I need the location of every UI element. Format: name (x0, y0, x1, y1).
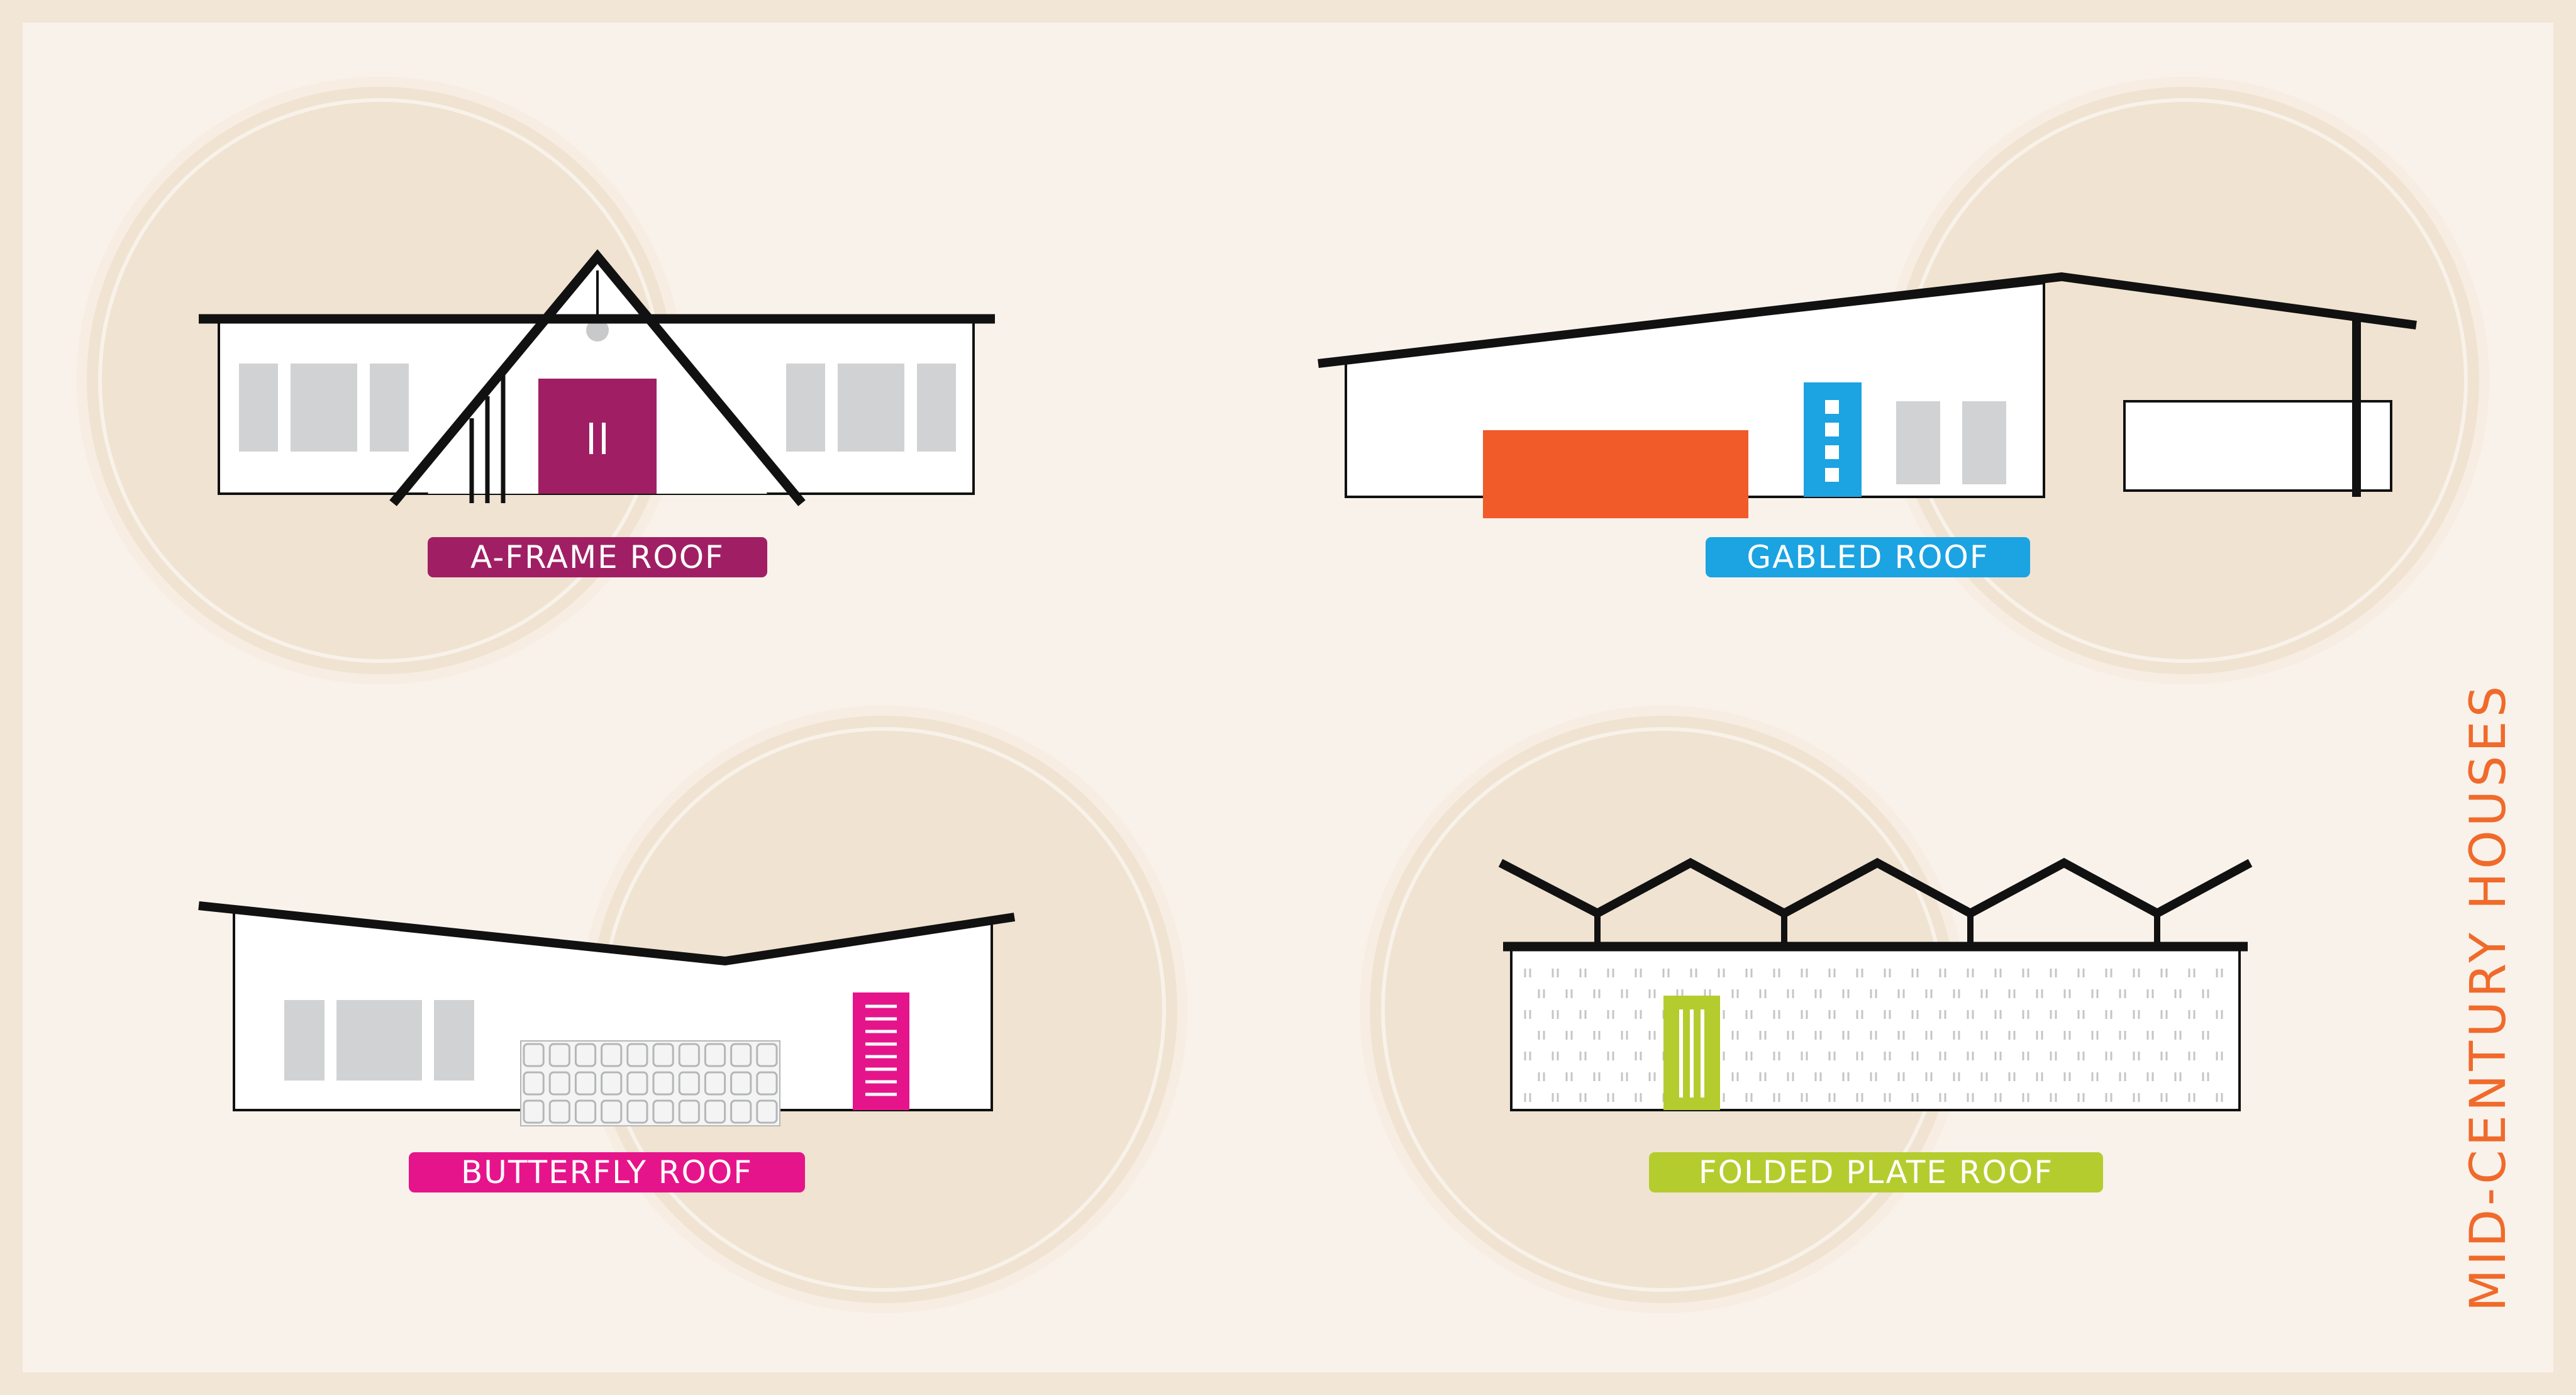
breeze-block-cell (678, 1043, 700, 1067)
gabled-roof-line (1318, 272, 2417, 368)
double-door-icon (538, 379, 657, 494)
label-gabled-roof: GABLED ROOF (1706, 537, 2030, 577)
breeze-block-cell (756, 1099, 778, 1124)
breeze-block-cell (756, 1043, 778, 1067)
breeze-block-cell (678, 1071, 700, 1096)
breeze-block-cell (652, 1071, 674, 1096)
breeze-block-cell (678, 1099, 700, 1124)
breeze-block-cell (601, 1043, 623, 1067)
breeze-block-cell (548, 1099, 570, 1124)
label-butterfly-roof: BUTTERFLY ROOF (409, 1152, 805, 1192)
door-light (1825, 468, 1839, 482)
pendant-lamp-icon (586, 319, 609, 342)
a-frame-house (199, 249, 995, 506)
breeze-block-cell (574, 1043, 597, 1067)
breeze-block-cell (523, 1071, 545, 1096)
gable-fill (428, 257, 767, 494)
garage-door-icon (1483, 430, 1748, 518)
butterfly-house (198, 901, 1016, 1126)
tile-pattern-icon (1524, 969, 2223, 1102)
breeze-block-cell (523, 1099, 545, 1124)
breeze-block-cell (652, 1099, 674, 1124)
page-title: MID-CENTURY HOUSES (2460, 682, 2517, 1312)
breeze-block-cell (704, 1071, 726, 1096)
breeze-block-cell (652, 1043, 674, 1067)
folded-plate-house (1498, 858, 2253, 1111)
window-left (239, 364, 409, 452)
breeze-block-cell (704, 1043, 726, 1067)
breeze-block-cell (626, 1071, 648, 1096)
breeze-block-cell (574, 1099, 597, 1124)
breeze-block-cell (548, 1043, 570, 1067)
breeze-block-cell (756, 1071, 778, 1096)
breeze-block-cell (523, 1043, 545, 1067)
breeze-block-cell (601, 1071, 623, 1096)
breeze-block-cell (730, 1099, 752, 1124)
breeze-block-cell (626, 1099, 648, 1124)
window-right (786, 364, 956, 452)
window-left (284, 1000, 474, 1081)
breeze-block-cell (704, 1099, 726, 1124)
breeze-block-cell (626, 1043, 648, 1067)
door-icon (853, 992, 909, 1110)
a-frame-roof-lines (389, 249, 806, 506)
breeze-block-cell (574, 1071, 597, 1096)
door-light (1825, 445, 1839, 459)
folded-plate-roof-line (1498, 858, 2253, 918)
label-a-frame-roof: A-FRAME ROOF (428, 537, 767, 577)
breeze-block-wall-icon (520, 1040, 780, 1126)
door-light (1825, 400, 1839, 414)
breeze-block-cell (730, 1071, 752, 1096)
label-folded-plate-roof: FOLDED PLATE ROOF (1649, 1152, 2103, 1192)
door-light (1825, 423, 1839, 436)
house-wall (1510, 945, 2241, 1111)
butterfly-roof-line (198, 901, 1016, 966)
gabled-house (1318, 272, 2417, 518)
breeze-block-cell (601, 1099, 623, 1124)
carport-storage-box (2123, 400, 2392, 492)
window-right (1896, 401, 2006, 484)
breeze-block-cell (730, 1043, 752, 1067)
breeze-block-cell (548, 1071, 570, 1096)
